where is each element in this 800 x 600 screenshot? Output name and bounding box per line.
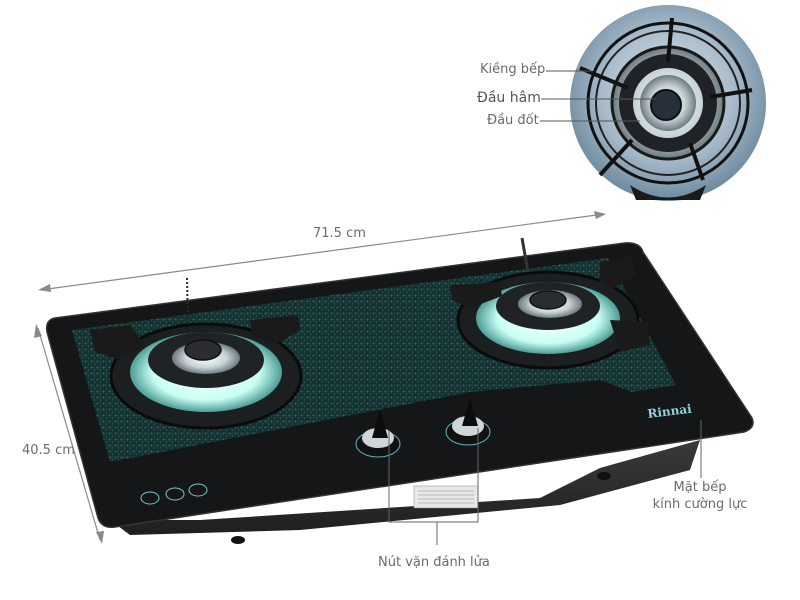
brand-logo: Rinnai: [647, 402, 693, 421]
callout-pot-support: Kiềng bếp: [480, 62, 546, 77]
ignition-knob-right[interactable]: [445, 398, 491, 446]
stove-base: [110, 440, 700, 535]
burner-closeup: [570, 5, 766, 201]
callout-ignition-knobs: Nút vặn đánh lửa: [378, 555, 490, 570]
no-flame-icon: [165, 487, 185, 501]
width-dimension-label: 71.5 cm: [313, 226, 366, 241]
no-pot-icon: [140, 491, 160, 505]
right-burner: [450, 237, 650, 370]
callout-burner-cap: Đầu hâm: [477, 90, 541, 106]
spec-plate-text-lines: [418, 490, 474, 504]
callout-glass-top-line2: kính cường lực: [652, 497, 748, 512]
left-burner: [90, 277, 303, 430]
depth-dimension-label: 40.5 cm: [22, 443, 75, 458]
safety-icons: [140, 483, 208, 505]
width-dimension-line: [38, 211, 606, 292]
callout-glass-top-line1: Mặt bếp: [673, 480, 727, 495]
knob-leader-lines: [388, 428, 479, 545]
closeup-leader-lines: [540, 70, 655, 122]
spec-plate: [413, 485, 479, 509]
no-touch-icon: [188, 483, 208, 497]
depth-dimension-line: [34, 324, 104, 544]
callout-burner-head: Đầu đốt: [487, 113, 539, 128]
